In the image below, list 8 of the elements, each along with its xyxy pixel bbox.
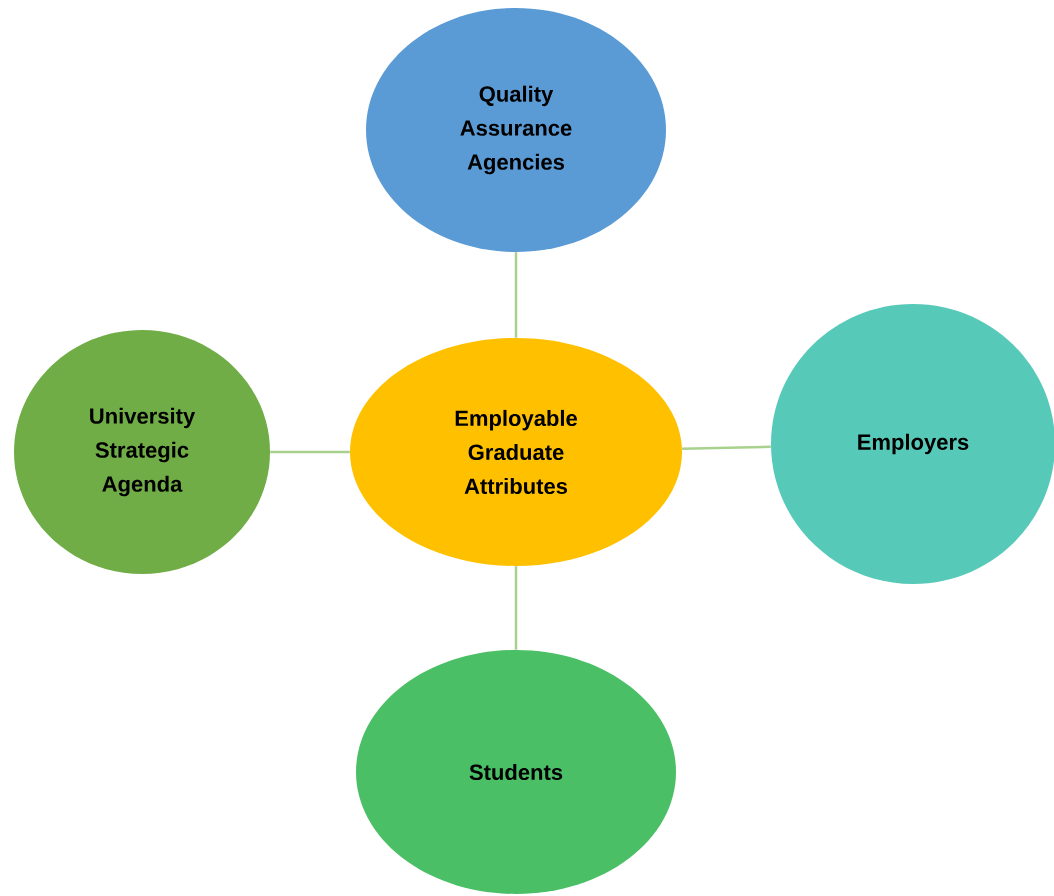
connector-line bbox=[270, 450, 350, 454]
ellipse-node: Employable Graduate Attributes bbox=[350, 338, 682, 566]
ellipse-node: University Strategic Agenda bbox=[14, 330, 270, 574]
connector-line bbox=[514, 252, 518, 338]
connector-line bbox=[682, 445, 771, 450]
connector-line bbox=[514, 566, 518, 650]
ellipse-node: Students bbox=[356, 650, 676, 894]
ellipse-node: Quality Assurance Agencies bbox=[366, 8, 666, 252]
